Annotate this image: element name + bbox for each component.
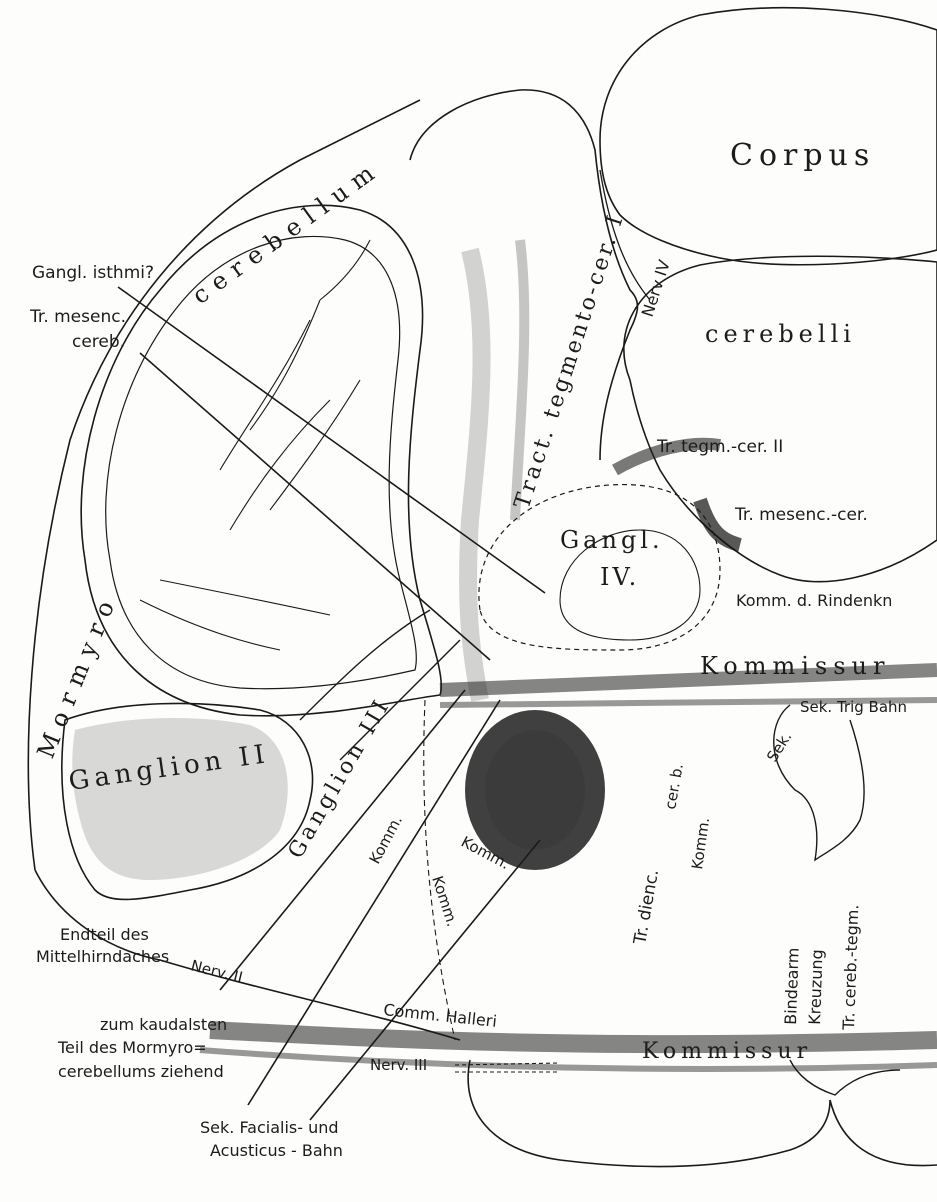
label-gangl-iv-1: Gangl. xyxy=(560,526,664,554)
label-tr-mesenc-cereb-2: cereb. xyxy=(72,332,125,352)
label-nerv-ii: Nerv. II xyxy=(189,956,245,986)
label-sek-trig-bahn: Sek. Trig Bahn xyxy=(800,698,907,716)
label-komm-rindenkn: Komm. d. Rindenkn xyxy=(736,591,892,610)
label-kommissur-upper: Kommissur xyxy=(700,652,891,680)
label-sek-fac-1: Sek. Facialis- und xyxy=(200,1118,339,1137)
label-corpus: Corpus xyxy=(730,138,875,173)
label-komm-4: Komm. xyxy=(688,816,713,870)
dark-nucleus-inner xyxy=(485,730,585,850)
label-tr-tegm-cer-ii: Tr. tegm.-cer. II xyxy=(656,437,783,457)
label-kommissur-lower: Kommissur xyxy=(642,1039,812,1064)
label-komm-1: Komm. xyxy=(366,812,406,867)
label-comm-halleri: Comm. Halleri xyxy=(383,1000,498,1031)
label-tr-dienc: Tr. dienc. xyxy=(630,868,663,947)
label-bindearm: Bindearm xyxy=(781,947,803,1025)
folia-lines xyxy=(140,240,370,650)
label-endteil-1: Endteil des xyxy=(60,925,149,944)
ganglion-iii-band xyxy=(300,610,430,720)
label-gangl-iv-2: IV. xyxy=(600,563,639,591)
label-tr-cereb-tegm: Tr. cereb.-tegm. xyxy=(839,904,862,1031)
label-sek-trig-bahn-prefix: Sek. xyxy=(763,728,795,765)
label-tr-mesenc-cer: Tr. mesenc.-cer. xyxy=(734,505,868,525)
label-kreuzung: Kreuzung xyxy=(805,949,827,1025)
label-tr-mesenc-cereb-1: Tr. mesenc. xyxy=(29,307,126,327)
label-zum-2: Teil des Mormyro= xyxy=(57,1038,207,1057)
label-zum-3: cerebellums ziehend xyxy=(58,1062,224,1081)
label-cer-b: cer. b. xyxy=(661,762,687,811)
label-cerebelli: cerebelli xyxy=(705,320,856,348)
label-cerebellum: cerebellum xyxy=(187,154,387,310)
label-sek-fac-2: Acusticus - Bahn xyxy=(210,1141,343,1160)
cerebelli-outline xyxy=(624,256,937,581)
label-nerv-iii: Nerv. III xyxy=(370,1056,427,1074)
label-komm-3: Komm. xyxy=(428,874,461,929)
mormyrocerebellum-inner xyxy=(106,236,417,688)
label-nerv-iv: Nerv IV xyxy=(638,258,674,320)
label-gangl-isthmi: Gangl. isthmi? xyxy=(32,263,154,283)
label-endteil-2: Mittelhirndaches xyxy=(36,947,169,966)
komm-dashed-line xyxy=(424,700,455,1040)
bottom-lobe xyxy=(468,1060,937,1167)
label-zum-1: zum kaudalsten xyxy=(100,1015,227,1034)
trig-bahn-outline xyxy=(774,705,864,860)
corpus-outline xyxy=(600,8,937,265)
